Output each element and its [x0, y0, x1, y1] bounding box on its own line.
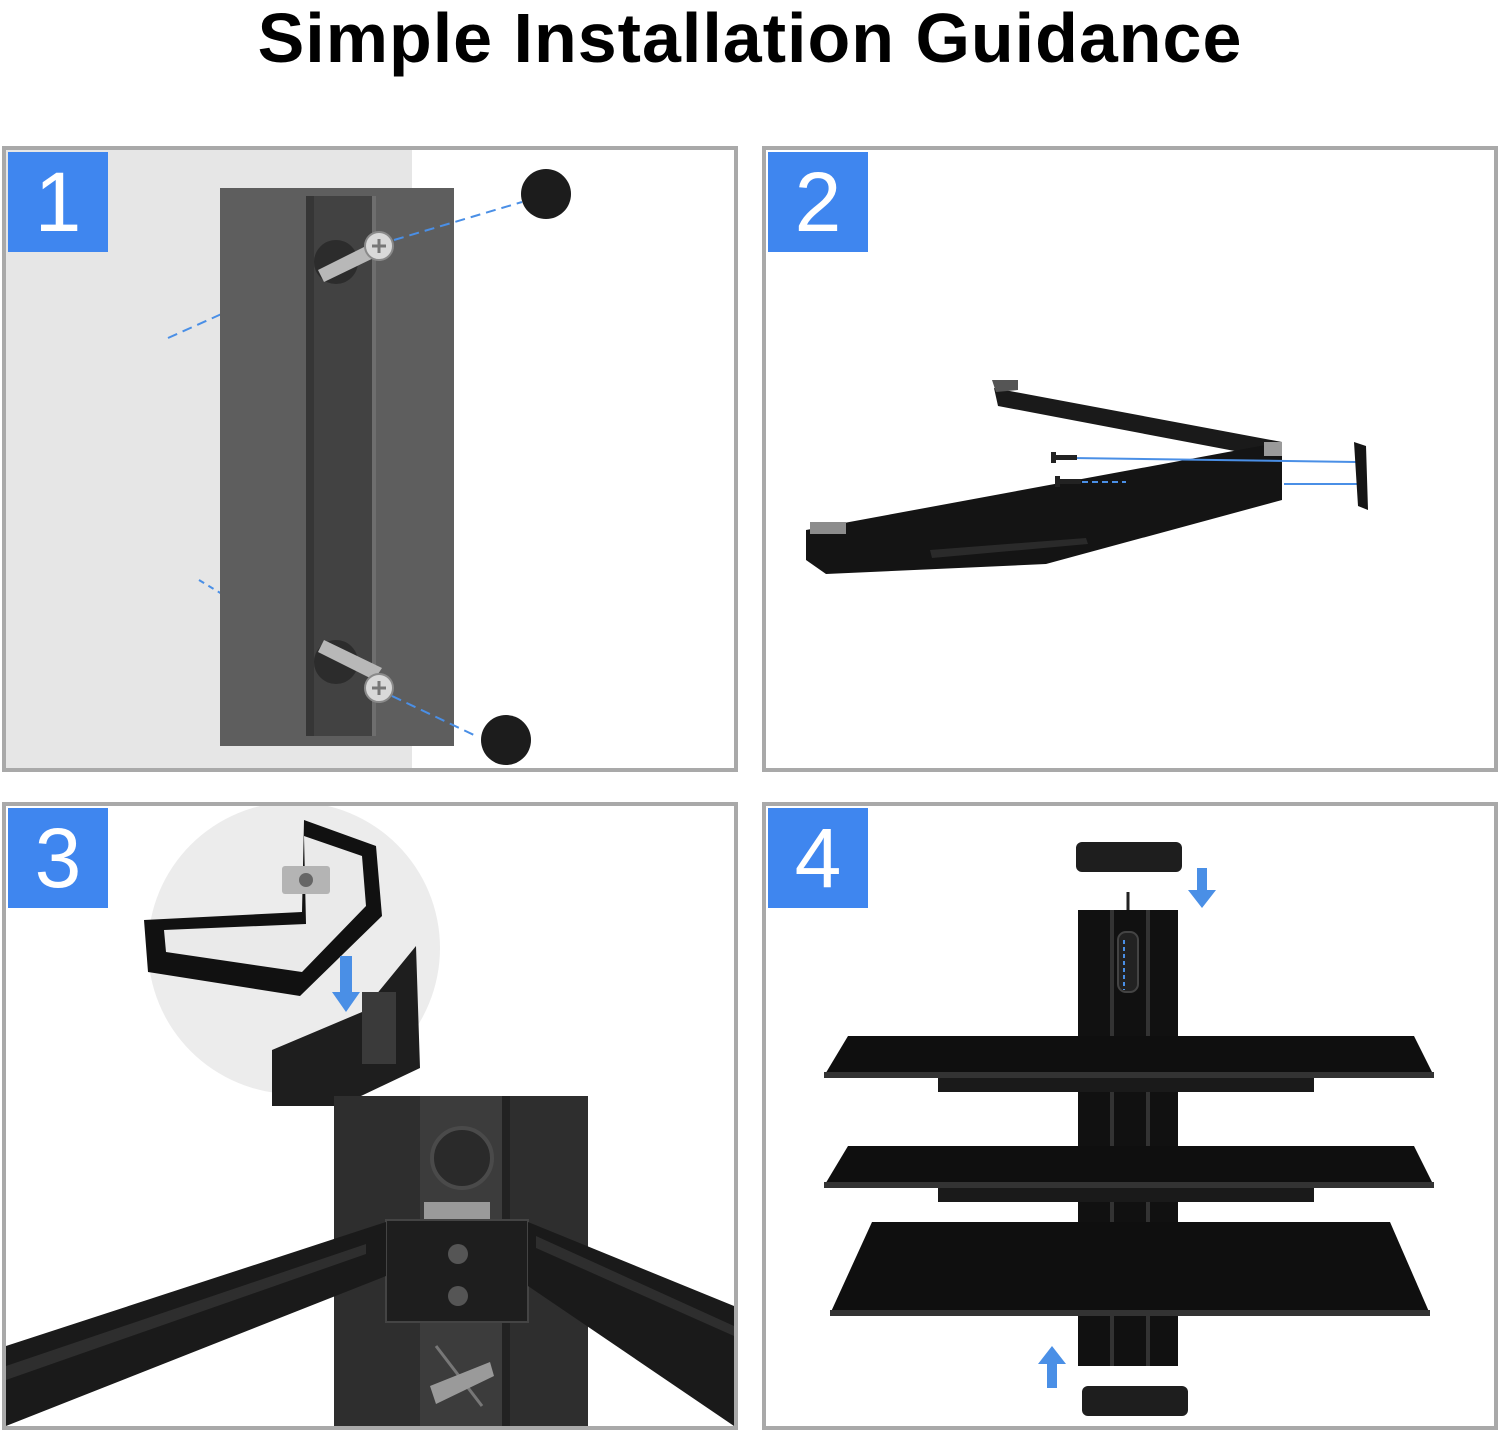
glass-shelf-2 — [824, 1146, 1434, 1186]
step-4-illustration — [824, 842, 1434, 1416]
guide-line-cap-top — [393, 201, 523, 241]
step-4-badge: 4 — [768, 808, 868, 908]
step-1-panel: 1 — [2, 146, 738, 772]
glass-shelf-1 — [824, 1036, 1434, 1076]
clamp-screw-bottom — [448, 1286, 468, 1306]
screw-cap-bottom-icon — [481, 715, 531, 765]
insert-arrow-icon — [332, 992, 360, 1012]
top-cap — [1076, 842, 1182, 872]
step-3-panel: 3 — [2, 802, 738, 1430]
step-1-illustration — [6, 150, 571, 768]
wall-plate — [1354, 442, 1368, 510]
shelf-arm-left — [6, 1222, 386, 1426]
guide-line-left-bottom — [198, 579, 223, 595]
inset-post-top — [272, 946, 420, 1106]
bracket-arm-back — [994, 388, 1282, 460]
page-title: Simple Installation Guidance — [257, 0, 1243, 77]
clamp-screw-top — [448, 1244, 468, 1264]
guide-line-top — [1071, 457, 1357, 463]
screw-bottom-icon — [1057, 479, 1081, 484]
step-2-illustration — [806, 380, 1368, 574]
step-4-panel: 4 — [762, 802, 1498, 1430]
post-cap-hole — [430, 1126, 494, 1190]
step-3-badge: 3 — [8, 808, 108, 908]
screw-top-icon — [1053, 455, 1077, 460]
screw-shaft-bottom — [318, 640, 382, 680]
post-clamp — [385, 1219, 529, 1323]
guide-line-left-top — [167, 311, 227, 339]
cap-down-arrow-icon — [1188, 890, 1216, 908]
shelf-arm-right — [528, 1222, 734, 1426]
step-1-badge: 1 — [8, 152, 108, 252]
step-2-panel: 2 — [762, 146, 1498, 772]
bracket-clip — [424, 1202, 490, 1222]
bracket-arm-front — [806, 442, 1282, 574]
cap-up-arrow-icon — [1038, 1346, 1066, 1364]
screw-cap-top-icon — [521, 169, 571, 219]
glass-shelf-3 — [830, 1222, 1430, 1314]
step-2-badge: 2 — [768, 152, 868, 252]
step-3-illustration — [6, 806, 734, 1426]
bottom-cap — [1082, 1386, 1188, 1416]
